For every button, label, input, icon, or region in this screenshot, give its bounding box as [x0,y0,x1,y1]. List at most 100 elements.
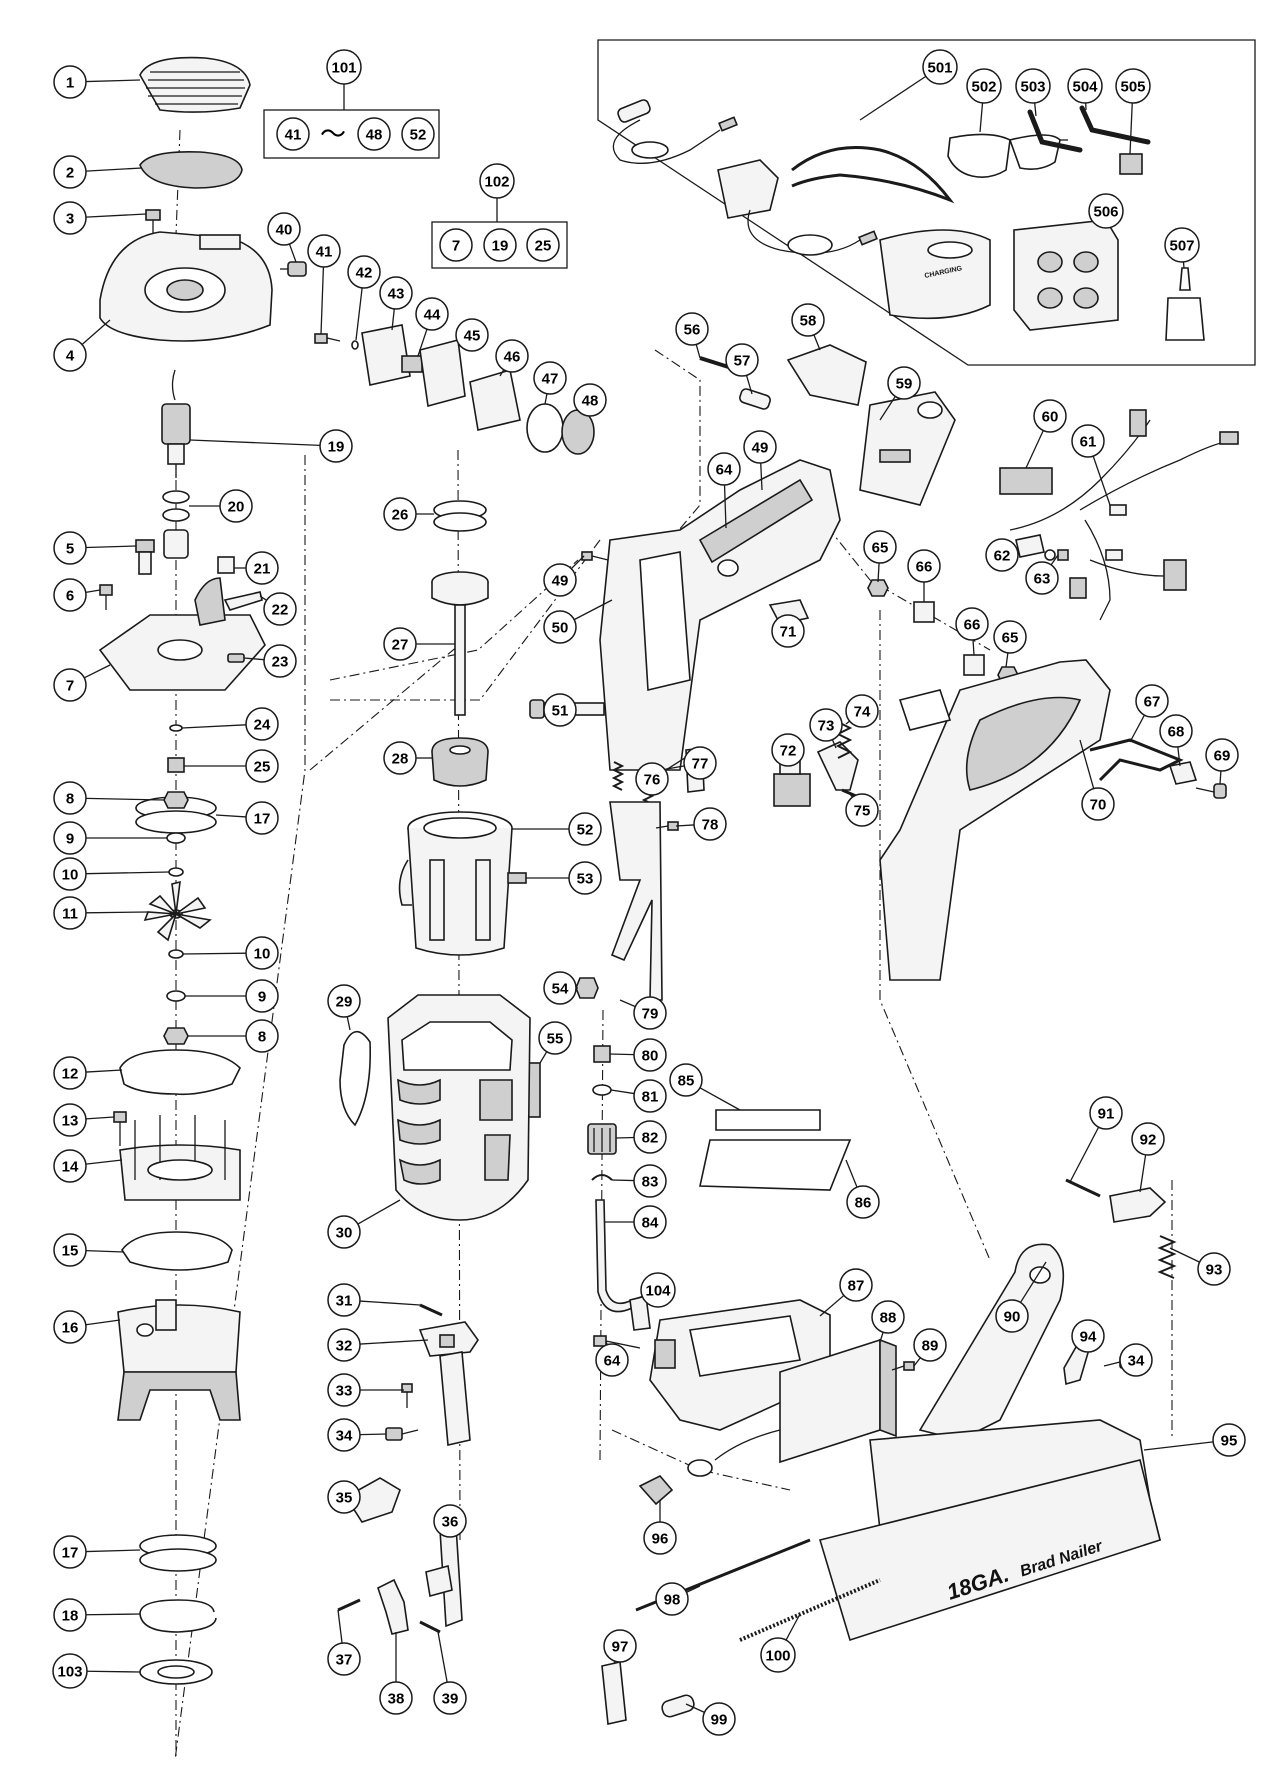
nose-32-part [418,1321,479,1446]
pin-23-part [227,653,245,663]
callout-number: 73 [818,718,835,735]
callout-number: 39 [442,1691,459,1708]
callout-c7b: 7 [439,228,473,262]
callout-number: 45 [464,328,481,345]
leader-line-c63 [1050,554,1059,566]
plate-46-part [469,368,521,431]
leader-line-c14 [85,1159,123,1165]
callout-c1: 1 [53,65,87,99]
callout-circle [655,1582,689,1616]
callout-circle [455,318,489,352]
callout-circle [1159,714,1193,748]
callout-number: 19 [328,439,345,456]
callout-number: 63 [1034,571,1051,588]
callout-number: 33 [336,1383,353,1400]
callout-number: 22 [272,602,289,619]
callout-circle [995,1299,1029,1333]
callout-layer: 1234567891011109812131415161718103171920… [52,49,1246,1736]
callout-c27: 27 [383,627,417,661]
pin-75-part [841,788,857,798]
callout-c82: 82 [633,1120,667,1154]
callout-number: 64 [604,1353,621,1370]
leader-line-c60 [1025,430,1044,469]
callout-circle [526,228,560,262]
callout-number: 5 [66,541,74,558]
callout-c53: 53 [568,861,602,895]
callout-number: 35 [336,1490,353,1507]
callout-circle [383,741,417,775]
kit-101-frame [263,109,440,159]
callout-number: 17 [254,811,271,828]
linkage-79-part [609,801,663,1001]
battery-59-part [859,391,956,506]
callout-circle [760,1637,796,1673]
callout-number: 41 [285,127,302,144]
body-30-part [387,994,531,1221]
callout-circle [603,1629,637,1663]
screw-6-part [99,584,113,610]
leader-line-c82 [615,1136,635,1139]
callout-c81: 81 [633,1079,667,1113]
callout-number: 17 [62,1545,79,1562]
callout-c39: 39 [433,1681,467,1715]
callout-c4: 4 [53,338,87,372]
callout-circle [1212,1423,1246,1457]
contact-arm-36-part [425,1524,463,1628]
callout-circle [245,979,279,1013]
callout-number: 55 [547,1031,564,1048]
callout-circle [633,1079,667,1113]
leader-line-c89 [913,1357,921,1367]
callout-c10a: 10 [53,857,87,891]
washer-81-part [592,1084,612,1096]
callout-c5: 5 [53,531,87,565]
kit-102-frame [431,221,568,269]
callout-circle [326,49,362,85]
callout-c88: 88 [871,1300,905,1334]
callout-circle [845,793,879,827]
o-ring-20a-part [162,490,190,504]
callout-circle [1033,399,1067,433]
piston-27-part [431,571,489,716]
callout-number: 30 [336,1225,353,1242]
callout-c64a: 64 [707,452,741,486]
callout-c91: 91 [1089,1096,1123,1130]
callout-number: 503 [1020,79,1045,96]
callout-c32: 32 [327,1328,361,1362]
callout-circle [319,429,353,463]
callout-c55: 55 [538,1021,572,1055]
callout-circle [307,234,341,268]
callout-c12: 12 [53,1056,87,1090]
cube-21-part [217,556,235,574]
callout-c60: 60 [1033,399,1067,433]
callout-number: 75 [854,803,871,820]
callout-circle [53,857,87,891]
leader-line-c29 [346,1016,351,1031]
callout-c99: 99 [702,1702,736,1736]
callout-c502: 502 [966,68,1002,104]
nut-8a-part [163,791,189,809]
callout-c83: 83 [633,1164,667,1198]
gasket-15-part [121,1231,233,1271]
callout-circle [743,430,777,464]
callout-number: 91 [1098,1106,1115,1123]
callout-circle [53,668,87,702]
callout-number: 99 [711,1712,728,1729]
cylinder-52-part [398,811,513,956]
leader-line-c58 [813,334,821,351]
callout-circle [245,707,279,741]
callout-c102: 102 [479,163,515,199]
screw-13-part [113,1111,127,1146]
callout-number: 61 [1080,434,1097,451]
callout-number: 9 [258,989,266,1006]
callout-number: 104 [645,1283,671,1300]
callout-c38: 38 [379,1681,413,1715]
callout-circle [1071,424,1105,458]
callout-number: 4 [66,348,75,365]
leader-line-c100 [785,1613,801,1641]
callout-circle [483,228,517,262]
callout-number: 88 [880,1310,897,1327]
callout-c28: 28 [383,741,417,775]
callout-c96: 96 [643,1521,677,1555]
callout-circle [633,1164,667,1198]
callout-c74: 74 [845,694,879,728]
